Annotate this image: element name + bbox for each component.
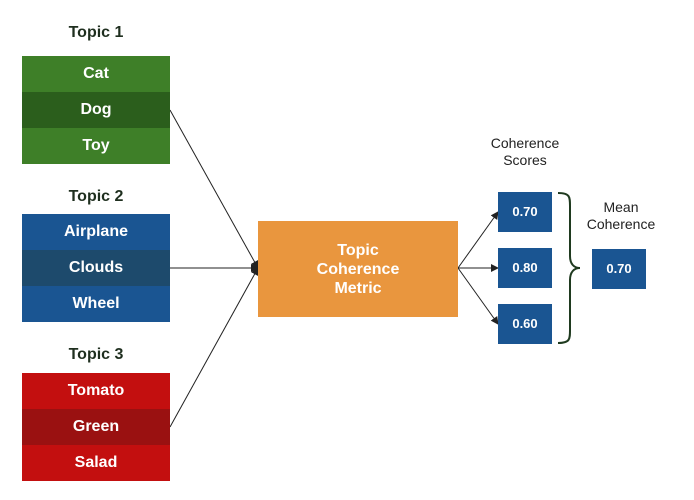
mean-coherence-label-line-2: Coherence bbox=[586, 216, 656, 232]
topic-2-word-2: Clouds bbox=[22, 250, 170, 286]
mean-coherence-value: 0.70 bbox=[592, 249, 646, 289]
topic-2-word-3: Wheel bbox=[22, 286, 170, 322]
topic-coherence-metric-box: Topic Coherence Metric bbox=[258, 221, 458, 317]
topic-3-word-list: Tomato Green Salad bbox=[22, 373, 170, 481]
topic-2-title: Topic 2 bbox=[68, 188, 124, 205]
arrow-metric-to-score-1 bbox=[457, 211, 499, 269]
coherence-score-3: 0.60 bbox=[498, 304, 552, 344]
topic-3-title: Topic 3 bbox=[68, 346, 124, 363]
arrow-metric-to-score-3 bbox=[457, 267, 499, 325]
arrow-topic1-to-metric bbox=[169, 109, 259, 269]
arrow-topic3-to-metric bbox=[169, 267, 259, 428]
coherence-score-1: 0.70 bbox=[498, 192, 552, 232]
topic-2-word-list: Airplane Clouds Wheel bbox=[22, 214, 170, 322]
topic-3-word-3: Salad bbox=[22, 445, 170, 481]
topic-1-word-2: Dog bbox=[22, 92, 170, 128]
scores-brace bbox=[557, 192, 581, 344]
coherence-scores-label-line-1: Coherence bbox=[490, 135, 560, 151]
coherence-score-2: 0.80 bbox=[498, 248, 552, 288]
topic-1-word-1: Cat bbox=[22, 56, 170, 92]
topic-1-word-list: Cat Dog Toy bbox=[22, 56, 170, 164]
topic-2-word-1: Airplane bbox=[22, 214, 170, 250]
mean-coherence-label: Mean Coherence bbox=[576, 199, 666, 233]
topic-3-word-1: Tomato bbox=[22, 373, 170, 409]
coherence-scores-label: Coherence Scores bbox=[478, 135, 572, 169]
metric-label-line-3: Metric bbox=[334, 279, 382, 297]
topic-1-title: Topic 1 bbox=[68, 24, 124, 41]
metric-label-line-2: Coherence bbox=[316, 260, 400, 278]
coherence-scores-label-line-2: Scores bbox=[503, 152, 547, 168]
topic-1-word-3: Toy bbox=[22, 128, 170, 164]
mean-coherence-label-line-1: Mean bbox=[603, 199, 639, 215]
topic-3-word-2: Green bbox=[22, 409, 170, 445]
metric-label-line-1: Topic bbox=[337, 241, 379, 259]
